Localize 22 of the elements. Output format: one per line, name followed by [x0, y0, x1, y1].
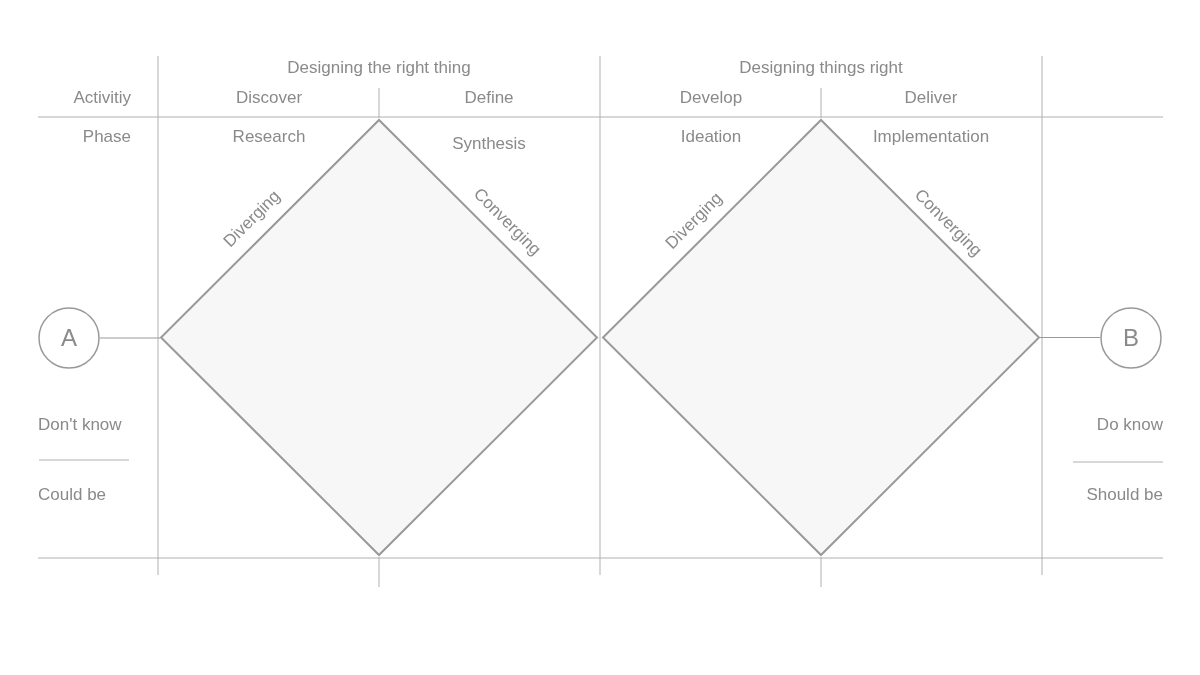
- stage-label: Deliver: [904, 88, 958, 108]
- stage-label: Develop: [679, 88, 743, 108]
- phase-label: Ideation: [680, 127, 742, 147]
- section-heading: Designing things right: [739, 58, 903, 78]
- state-label: Should be: [1086, 485, 1163, 505]
- stage-label: Discover: [235, 88, 303, 108]
- connector-line: [99, 337, 161, 339]
- phase-label: Implementation: [872, 127, 990, 147]
- stage-label: Define: [464, 88, 514, 108]
- row-label: Phase: [82, 127, 131, 147]
- state-label: Could be: [38, 485, 107, 505]
- diamond-shape: [160, 119, 598, 556]
- phase-label: Synthesis: [452, 134, 526, 154]
- diamond-shape: [602, 119, 1040, 556]
- phase-label: Research: [232, 127, 306, 147]
- row-label: Activitiy: [73, 88, 131, 108]
- circle-node: B: [1100, 307, 1162, 369]
- state-label: Don't know: [38, 415, 122, 435]
- connector-line: [1039, 336, 1101, 339]
- circle-node: A: [38, 307, 100, 369]
- state-label: Do know: [1096, 415, 1163, 435]
- section-heading: Designing the right thing: [287, 58, 471, 78]
